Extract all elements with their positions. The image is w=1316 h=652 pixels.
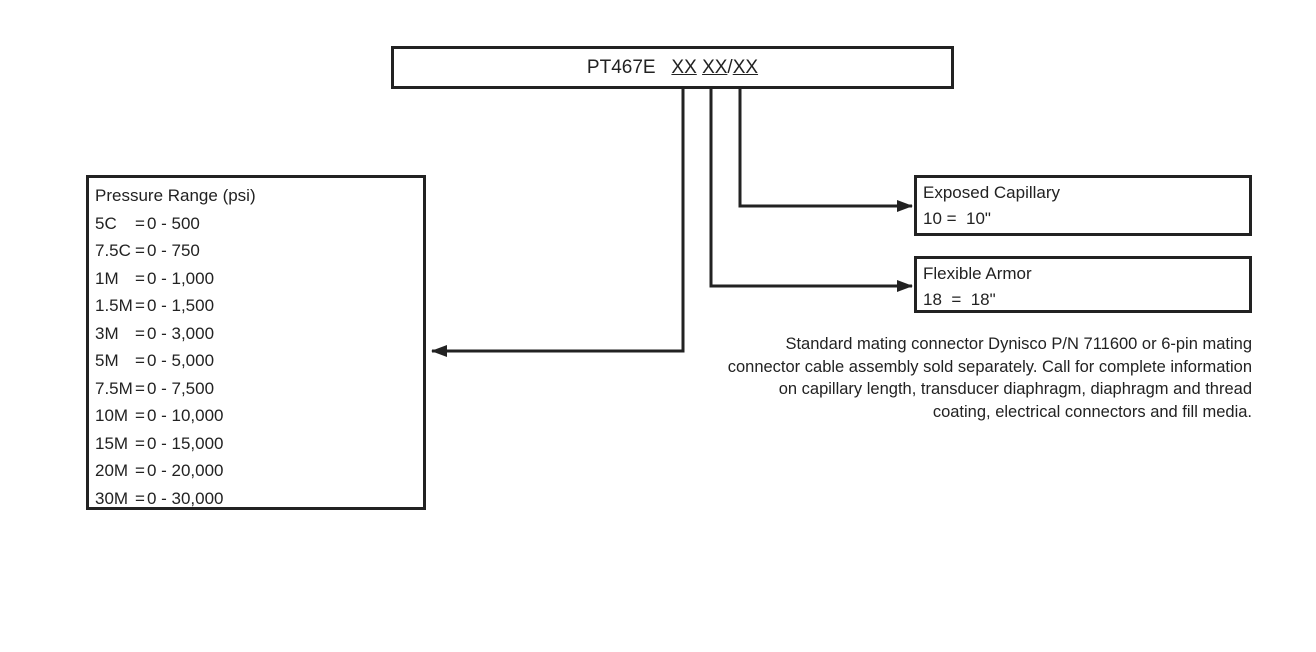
ordering-note: Standard mating connector Dynisco P/N 71…: [727, 335, 1252, 421]
pressure-range-value: 0 - 750: [146, 241, 200, 260]
pressure-range-value: 0 - 20,000: [146, 461, 224, 480]
pressure-range-value: 0 - 500: [146, 213, 200, 233]
pressure-range-code: 20M: [95, 461, 129, 480]
pressure-range-value: 0 - 3,000: [146, 323, 215, 343]
model-prefix: PT467E: [586, 56, 656, 78]
pressure-range-row: 10M =0 - 10,000: [95, 402, 423, 430]
pressure-range-row: 30M =0 - 30,000: [95, 485, 423, 513]
pressure-range-row: 20M =0 - 20,000: [95, 457, 423, 485]
pressure-range-code: 7.5M: [95, 378, 133, 398]
flexible-armor-title: Flexible Armor: [923, 264, 1032, 283]
pressure-range-code: 1.5M: [95, 296, 133, 315]
flexible-armor-box: Flexible Armor 18 = 18": [914, 256, 1252, 313]
pressure-range-value: 0 - 10,000: [146, 406, 224, 425]
pressure-range-title: Pressure Range (psi): [95, 186, 256, 205]
pressure-range-equals: =: [135, 213, 145, 233]
pressure-range-value: 0 - 7,500: [146, 378, 215, 398]
pressure-range-code: 15M: [95, 433, 129, 453]
model-code-separator: /: [727, 56, 733, 78]
exposed-capillary-connector: [738, 88, 913, 212]
pressure-range-code: 1M: [95, 268, 119, 288]
pressure-range-row: 1.5M=0 - 1,500: [95, 292, 423, 320]
pressure-range-value: 0 - 15,000: [146, 433, 224, 453]
pressure-range-equals: =: [135, 296, 145, 315]
pressure-range-equals: =: [135, 461, 145, 480]
pressure-range-code: 5M: [95, 351, 119, 370]
pressure-range-row: 7.5M=0 - 7,500: [95, 375, 423, 403]
pressure-range-code: 10M: [95, 406, 129, 425]
pressure-range-row: 15M =0 - 15,000: [95, 430, 423, 458]
model-code-capillary: XX: [732, 56, 759, 78]
pressure-range-row: 1M =0 - 1,000: [95, 265, 423, 293]
exposed-capillary-value: 10 = 10": [923, 209, 991, 228]
pressure-range-equals: =: [135, 378, 145, 398]
pressure-range-value: 0 - 5,000: [146, 351, 215, 370]
pressure-range-row: 3M =0 - 3,000: [95, 320, 423, 348]
pressure-range-equals: =: [135, 433, 145, 453]
pressure-range-code: 30M: [95, 488, 129, 508]
model-number-box: PT467E XX XX/XX: [391, 46, 954, 89]
pressure-range-row: 7.5C=0 - 750: [95, 237, 423, 265]
flexible-armor-value: 18 = 18": [923, 290, 996, 309]
exposed-capillary-title: Exposed Capillary: [923, 183, 1061, 202]
model-spacer: [656, 57, 672, 79]
flexible-armor-connector: [709, 88, 913, 292]
pressure-range-value: 0 - 30,000: [146, 488, 224, 508]
pressure-range-equals: =: [135, 241, 145, 260]
pressure-range-row: 5C =0 - 500: [95, 210, 423, 238]
pressure-range-value: 0 - 1,500: [146, 296, 215, 315]
pressure-range-code: 7.5C: [95, 241, 131, 260]
model-code-armor: XX: [702, 56, 728, 78]
exposed-capillary-box: Exposed Capillary 10 = 10": [914, 175, 1252, 236]
pressure-range-code: 3M: [95, 323, 119, 343]
pressure-range-equals: =: [135, 268, 145, 288]
pressure-range-value: 0 - 1,000: [146, 268, 215, 288]
pressure-range-equals: =: [135, 323, 145, 343]
pressure-range-code: 5C: [95, 213, 117, 233]
pressure-range-equals: =: [135, 351, 145, 370]
pressure-range-equals: =: [135, 406, 145, 425]
pressure-range-connector: [431, 88, 685, 357]
model-code-pressure: XX: [671, 56, 697, 78]
pressure-range-row: 5M =0 - 5,000: [95, 347, 423, 375]
pressure-range-equals: =: [135, 488, 145, 508]
